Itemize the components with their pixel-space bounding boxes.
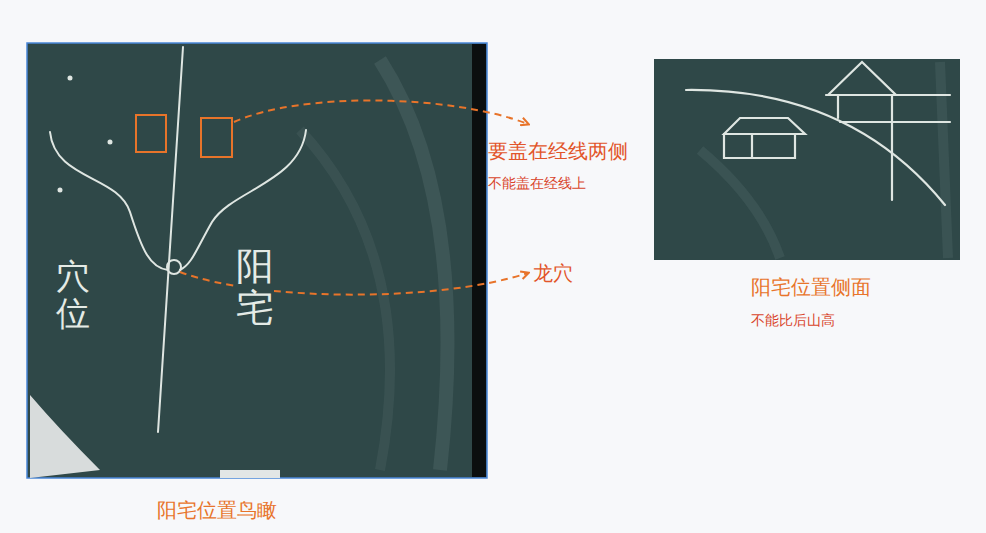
caption: 阳宅位置鸟瞰 — [157, 498, 277, 522]
leader-arrow — [180, 100, 528, 294]
caption-note: 不能比后山高 — [751, 312, 835, 329]
chalk-writing: 阳宅 — [236, 246, 274, 330]
house-site-square — [136, 115, 232, 157]
callout-note: 龙穴 — [533, 261, 573, 285]
chalk-drawing — [686, 62, 950, 205]
blackboard-photo — [27, 43, 487, 478]
chalk-writing: 穴位 — [56, 258, 90, 333]
chalk-drawing — [50, 47, 306, 432]
callout-note: 要盖在经线两侧 — [488, 139, 628, 163]
callout-note: 不能盖在经线上 — [488, 175, 586, 192]
caption: 阳宅位置侧面 — [751, 275, 871, 299]
blackboard-photo — [654, 59, 960, 260]
